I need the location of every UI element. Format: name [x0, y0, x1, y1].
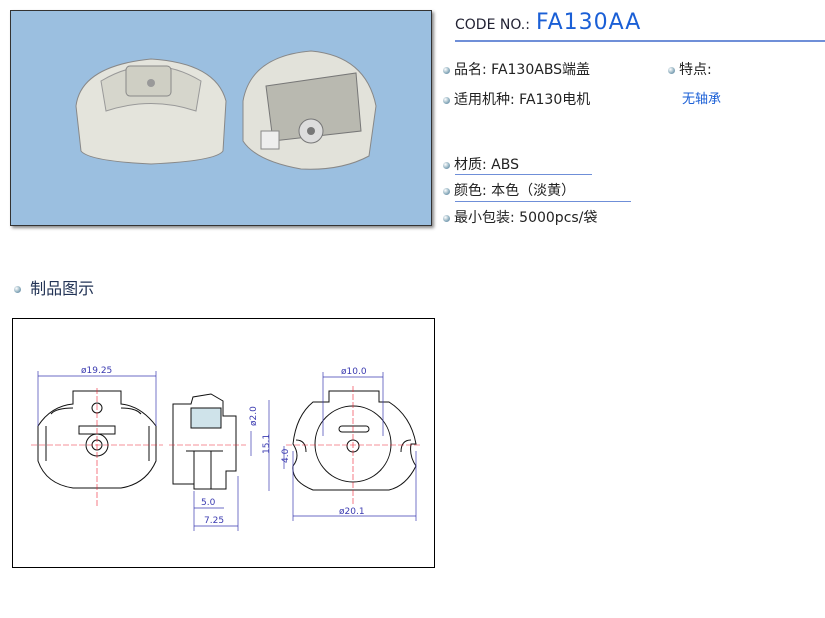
- dim-height: 15.1: [262, 434, 272, 454]
- code-label: CODE NO.:: [455, 17, 530, 33]
- spec-value: 5000pcs/袋: [519, 210, 598, 226]
- divider: [455, 40, 825, 42]
- spec-value: FA130电机: [519, 92, 591, 108]
- divider: [455, 201, 631, 202]
- product-code: CODE NO.: FA130AA: [455, 10, 641, 35]
- dim-depth-inner: 5.0: [201, 498, 216, 508]
- bullet-icon: [443, 66, 450, 74]
- spec-packing: 最小包装: 5000pcs/袋: [443, 207, 597, 227]
- dimension-lines: [37, 371, 417, 531]
- dim-depth-total: 7.25: [204, 516, 224, 526]
- dim-overall-diameter: ø19.25: [81, 366, 112, 376]
- spec-label: 适用机种:: [454, 92, 515, 108]
- spec-name: 品名: FA130ABS端盖: [443, 59, 590, 79]
- dim-hole-diameter: ø2.0: [249, 406, 259, 426]
- divider: [455, 174, 592, 175]
- spec-value: 本色（淡黄）: [491, 183, 576, 199]
- bullet-icon: [443, 161, 450, 169]
- bullet-icon: [443, 214, 450, 222]
- end-cap-back-view: [242, 50, 377, 170]
- dim-offset: 4.0: [281, 448, 291, 463]
- product-photo: [10, 10, 432, 226]
- spec-model: 适用机种: FA130电机: [443, 89, 590, 109]
- code-value: FA130AA: [535, 10, 642, 35]
- spec-label: 品名:: [454, 62, 487, 78]
- bullet-icon: [443, 96, 450, 104]
- technical-drawing: ø19.25 ø2.0 15.1 5.0 7.25 ø10.0 4.0 ø20.…: [12, 318, 435, 568]
- features-heading: 特点:: [679, 62, 712, 78]
- section-title-text: 制品图示: [30, 279, 95, 298]
- bullet-icon: [14, 286, 21, 293]
- features-value: 无轴承: [682, 92, 722, 107]
- spec-value: ABS: [491, 157, 519, 173]
- section-title: 制品图示: [14, 275, 94, 299]
- spec-material: 材质: ABS: [443, 154, 519, 174]
- dim-inner-diameter: ø10.0: [341, 367, 367, 377]
- features-label: 特点:: [668, 59, 712, 79]
- spec-value: FA130ABS端盖: [491, 62, 591, 78]
- dim-outer-diameter: ø20.1: [339, 507, 365, 517]
- spec-label: 材质:: [454, 157, 487, 173]
- bullet-icon: [668, 66, 675, 74]
- drawing-svg: ø19.25 ø2.0 15.1 5.0 7.25 ø10.0 4.0 ø20.…: [31, 366, 421, 531]
- side-view: [172, 393, 237, 490]
- spec-color: 颜色: 本色（淡黄）: [443, 180, 575, 200]
- product-render: [75, 50, 377, 170]
- spec-label: 颜色:: [454, 183, 487, 199]
- center-lines: [31, 386, 421, 506]
- spec-label: 最小包装:: [454, 210, 515, 226]
- bullet-icon: [443, 187, 450, 195]
- right-view: [292, 390, 417, 491]
- end-cap-front-view: [75, 58, 227, 165]
